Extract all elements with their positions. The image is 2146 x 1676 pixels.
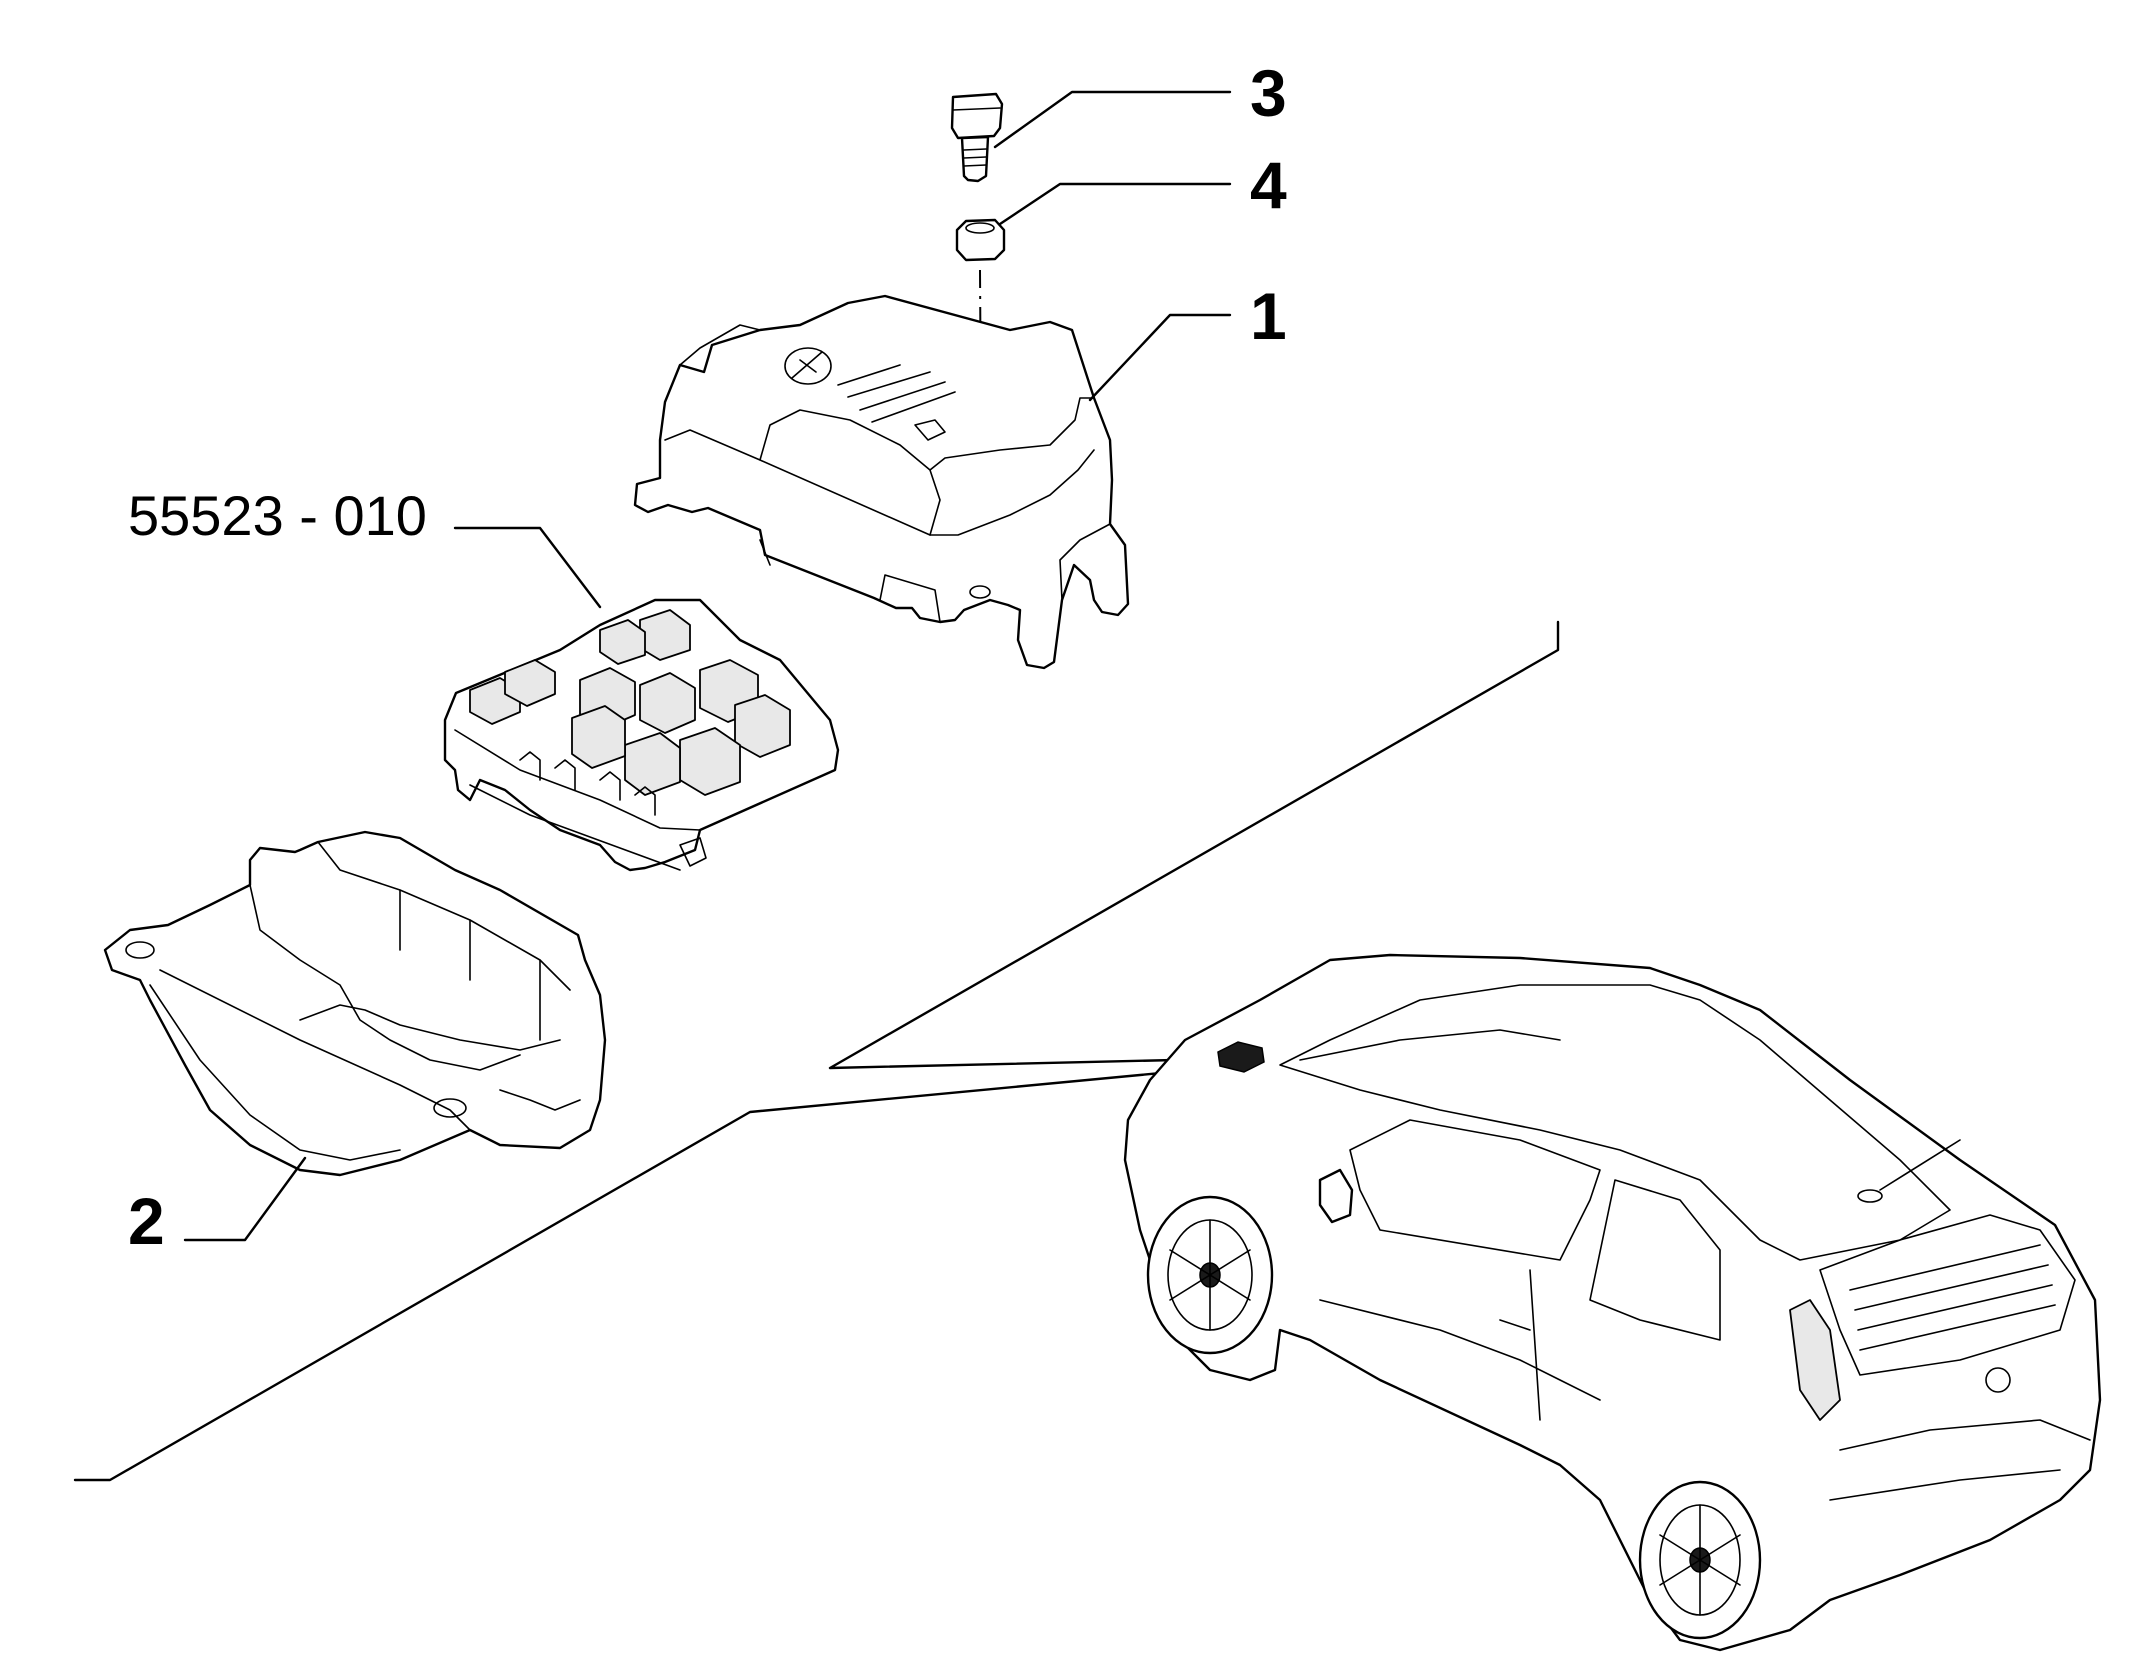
fuse-box-cover-part-1 (633, 294, 1130, 670)
nut-part-4 (955, 218, 1006, 262)
callout-label-1: 1 (1250, 279, 1287, 353)
fuse-box-base-part-2 (103, 830, 607, 1177)
vehicle-location-view (1123, 953, 2102, 1652)
callout-label-relay-code: 55523 - 010 (128, 484, 427, 547)
leader-line-4 (998, 182, 1232, 226)
callout-label-2: 2 (128, 1184, 165, 1258)
leader-line-2 (183, 1156, 307, 1242)
callout-label-4: 4 (1250, 148, 1287, 222)
bolt-part-3 (950, 92, 1004, 183)
leader-line-relay (453, 526, 602, 609)
leader-line-3 (993, 90, 1232, 149)
relay-fuse-carrier (443, 598, 840, 872)
leader-line-1 (1088, 313, 1232, 402)
callout-label-3: 3 (1250, 56, 1287, 130)
fuse-box-location-marker (1217, 1041, 1265, 1073)
